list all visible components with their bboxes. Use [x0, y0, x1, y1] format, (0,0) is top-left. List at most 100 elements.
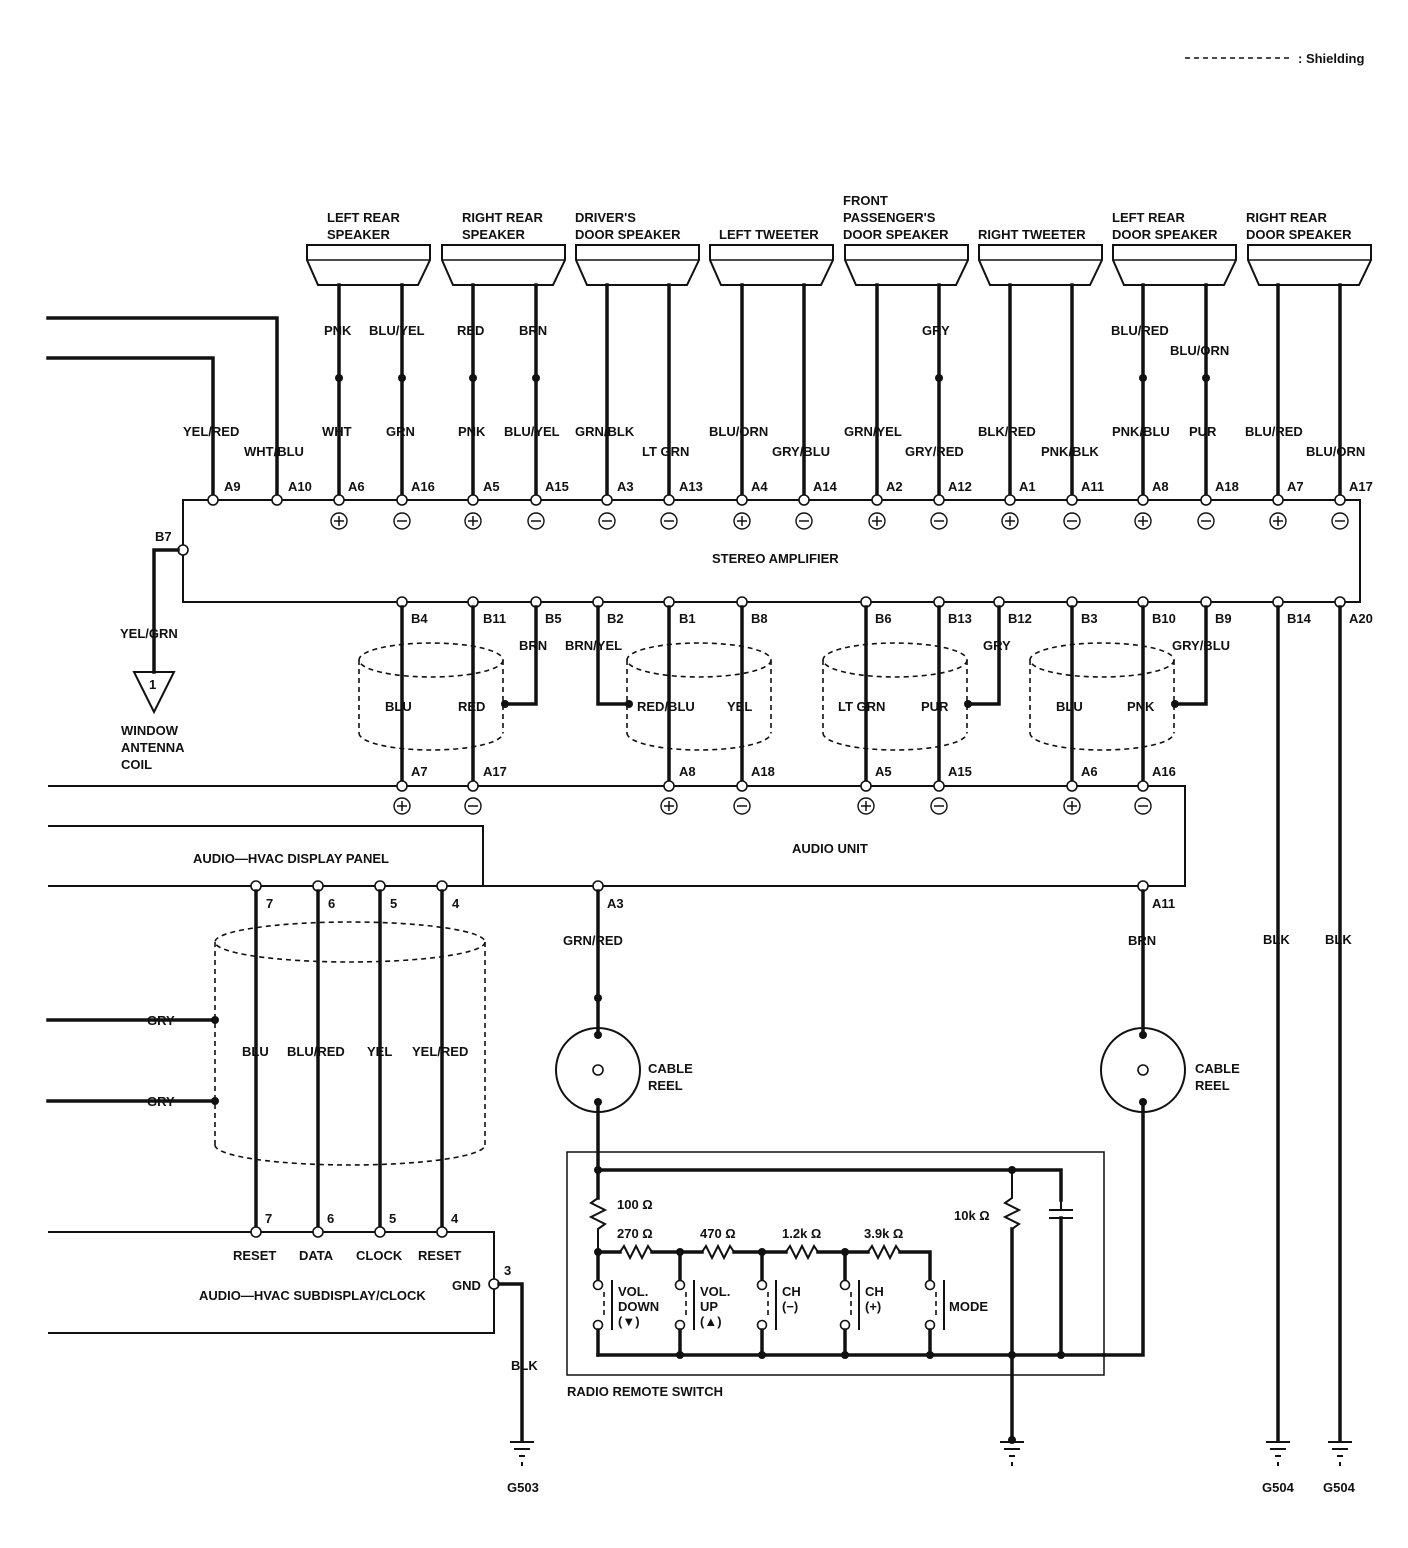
wire-label: BLK [511, 1358, 538, 1373]
speaker-icon [1112, 244, 1237, 286]
speaker-name-line2: SPEAKER [462, 227, 525, 242]
display-panel-label: AUDIO—HVAC DISPLAY PANEL [193, 851, 389, 866]
wire-label: RED/BLU [637, 699, 695, 714]
wire-label: BRN [1128, 933, 1156, 948]
shielding-legend-label: : Shielding [1298, 51, 1365, 66]
pin-label: B3 [1081, 611, 1098, 626]
speaker-left-tweeter: LEFT TWEETER [709, 227, 834, 286]
speaker-right-rear: RIGHT REAR SPEAKER [441, 210, 566, 286]
wire-label: BLU/ORN [1170, 343, 1229, 358]
amp-ground-wires: BLK BLK [1263, 605, 1352, 1442]
pin-label: A10 [288, 479, 312, 494]
wire-label: GRN/BLK [575, 424, 635, 439]
speaker-name-line2: LEFT TWEETER [719, 227, 819, 242]
pin-label: A3 [607, 896, 624, 911]
amp-input-wires: YEL/RED WHT/BLU [46, 316, 304, 502]
pin-label: A16 [1152, 764, 1176, 779]
pin-label: A16 [411, 479, 435, 494]
pin-label: A2 [886, 479, 903, 494]
switch-contacts [592, 1279, 945, 1331]
wire-label: PNK/BLK [1041, 444, 1099, 459]
speaker-name-line1: LEFT REAR [327, 210, 401, 225]
wire-label: BRN [519, 638, 547, 653]
switch-label-line2: (−) [782, 1299, 798, 1314]
subdisplay-clock: 7 6 5 4 RESET DATA CLOCK RESET AUDIO—HVA… [48, 1211, 538, 1442]
wire-label: GRY/RED [905, 444, 964, 459]
wire-label: BLU [385, 699, 412, 714]
pin-label: A4 [751, 479, 768, 494]
switch-label-line3: (▲) [700, 1314, 722, 1329]
wire-label: GRY [983, 638, 1011, 653]
polarity-marks [330, 512, 1349, 530]
speaker-icon [441, 244, 566, 286]
pin-label: A11 [1152, 896, 1175, 911]
ground-label: G504 [1262, 1480, 1295, 1495]
pin-label: A18 [751, 764, 775, 779]
speaker-name-line1: RIGHT REAR [1246, 210, 1328, 225]
wire-label: GRY [147, 1094, 175, 1109]
gnd-label: GND [452, 1278, 481, 1293]
cable-reel-left: GRN/RED CABLE REEL [555, 889, 693, 1113]
speaker-name-line2: DOOR SPEAKER [1246, 227, 1352, 242]
speaker-icon [575, 244, 700, 286]
wire-label: BLK [1325, 932, 1352, 947]
wire-label: BLU/YEL [369, 323, 425, 338]
pin-label: A6 [1081, 764, 1098, 779]
cable-reel-right: BRN CABLE REEL [1100, 889, 1240, 1357]
pin-label: B7 [155, 529, 172, 544]
speaker-icon [709, 244, 834, 286]
pin-name: CLOCK [356, 1248, 403, 1263]
wire-label: WHT/BLU [244, 444, 304, 459]
ground-icon [1266, 1441, 1290, 1466]
pin-label: 5 [390, 896, 397, 911]
wire-label: BLU/ORN [709, 424, 768, 439]
pin-label: A3 [617, 479, 634, 494]
reel-label-line1: CABLE [1195, 1061, 1240, 1076]
wire-label: PNK [1127, 699, 1155, 714]
ground-icon [1328, 1441, 1352, 1466]
switch-label-line2: (+) [865, 1299, 881, 1314]
antenna-number: 1 [149, 677, 156, 692]
wire-label: BLU/ORN [1306, 444, 1365, 459]
pin-label: A13 [679, 479, 703, 494]
wire-label: WHT [322, 424, 352, 439]
pin-label: A15 [545, 479, 569, 494]
pin-name: DATA [299, 1248, 334, 1263]
pin-label: 5 [389, 1211, 396, 1226]
pin-label: A14 [813, 479, 838, 494]
pin-label: B13 [948, 611, 972, 626]
pin-label: A8 [679, 764, 696, 779]
wire-label: YEL/GRN [120, 626, 178, 641]
speaker-right-tweeter: RIGHT TWEETER [978, 227, 1103, 286]
wire-label: PUR [1189, 424, 1217, 439]
switch-label-line1: VOL. [618, 1284, 648, 1299]
antenna-icon [132, 671, 176, 715]
pin-label: B6 [875, 611, 892, 626]
speaker-row: LEFT REAR SPEAKER RIGHT REAR SPEAKER DRI… [306, 193, 1372, 286]
amplifier-label: STEREO AMPLIFIER [712, 551, 839, 566]
resistor-label: 100 Ω [617, 1197, 653, 1212]
speaker-name-line1: RIGHT REAR [462, 210, 544, 225]
ground-icon [1000, 1441, 1024, 1466]
antenna-label-line3: COIL [121, 757, 152, 772]
pin-label: A18 [1215, 479, 1239, 494]
pin-label: 4 [452, 896, 460, 911]
pin-label: A8 [1152, 479, 1169, 494]
resistor-label: 3.9k Ω [864, 1226, 903, 1241]
speaker-name-line2: DOOR SPEAKER [1112, 227, 1218, 242]
pin-label: A6 [348, 479, 365, 494]
reel-label-line2: REEL [1195, 1078, 1230, 1093]
wire-label: GRN/YEL [844, 424, 902, 439]
pin-label: B1 [679, 611, 696, 626]
reel-label-line2: REEL [648, 1078, 683, 1093]
pin-label: A7 [411, 764, 428, 779]
pin-label: B10 [1152, 611, 1176, 626]
switch-label-line2: DOWN [618, 1299, 659, 1314]
speaker-name-line2: DOOR SPEAKER [575, 227, 681, 242]
pin-label: A5 [483, 479, 500, 494]
pin-label: A17 [1349, 479, 1373, 494]
ground-icon [510, 1441, 534, 1466]
wire-label: BLK/RED [978, 424, 1036, 439]
remote-switch-label: RADIO REMOTE SWITCH [567, 1384, 723, 1399]
shielded-cables: BLU RED BRN RED/BLU YEL BRN/YEL LT GRN P… [358, 605, 1230, 782]
